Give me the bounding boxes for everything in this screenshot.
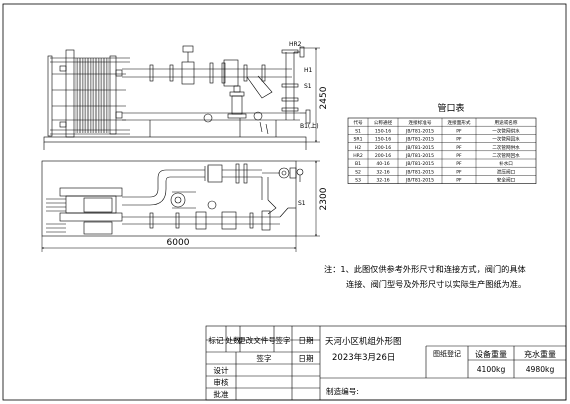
nozzle-table-cell: JB/T81-2015 [405, 178, 434, 184]
tb-header-count: 处数 [225, 335, 241, 345]
nozzle-table-cell: JB/T81-2015 [405, 169, 434, 175]
drawing-date: 2023年3月26日 [332, 352, 395, 363]
nozzle-table-cell: PF [456, 128, 462, 134]
nozzle-table-cell: JB/T81-2015 [405, 128, 434, 134]
equipment-weight-value: 4100kg [477, 365, 506, 374]
nozzle-table-cell: 32-16 [376, 169, 389, 175]
nozzle-table-cell: 一次管网回水 [492, 136, 520, 143]
water-weight-value: 4980kg [526, 365, 555, 374]
tb-role-design: 设计 [213, 365, 229, 375]
nozzle-table-cell: PF [456, 137, 462, 143]
nozzle-table-cell: JB/T81-2015 [405, 161, 434, 167]
nozzle-table-cell: 补水口 [499, 160, 513, 167]
nozzle-table-cell: 泄压阀口 [497, 168, 516, 175]
nozzle-table-header: 连接面形式 [448, 119, 471, 126]
nozzle-table-cell: 一次管网供水 [492, 127, 520, 134]
equipment-weight-label: 设备重量 [475, 349, 507, 359]
nozzle-table-cell: S3 [355, 178, 361, 184]
nozzle-table-cell: JB/T81-2015 [405, 145, 434, 151]
plan-depth-value: 2300 [319, 187, 329, 210]
nozzle-table-cell: 40-16 [376, 161, 389, 167]
nozzle-table-cell: 安全阀口 [497, 177, 516, 184]
nozzle-table-cell: PF [456, 178, 462, 184]
plate-heat-exchanger [65, 49, 75, 138]
tb-role-approve: 批准 [213, 389, 229, 399]
tb-header-change-doc: 更改文件号 [238, 335, 276, 345]
nozzle-table-cell: H2 [355, 145, 361, 151]
tb-header-mark: 标记 [208, 335, 224, 345]
label-h1: H1 [304, 67, 313, 74]
tb-header-date: 日期 [298, 336, 314, 345]
nozzle-table-cell: JB/T81-2015 [405, 137, 434, 143]
label-s1: S1 [304, 83, 312, 90]
nozzle-table-cell: PF [456, 161, 462, 167]
overall-length-dimension [41, 236, 297, 252]
nozzle-table-header: 代号 [353, 119, 363, 126]
elevation-piping [122, 45, 311, 137]
drawing-number-label: 制造编号: [326, 386, 359, 396]
elevation-height-value: 2450 [319, 86, 329, 109]
nozzle-table-cell: 200-16 [375, 153, 391, 159]
nozzle-table-cell: 200-16 [375, 145, 391, 151]
nozzle-table-header: 公称通径 [374, 119, 393, 126]
nozzle-table-cell: S2 [355, 169, 361, 175]
tb-sign-label: 签字 [256, 353, 272, 363]
tb-role-review: 审核 [213, 377, 229, 387]
nozzle-table-header: 连接标准号 [409, 119, 432, 126]
circulation-pump [231, 95, 243, 115]
nozzle-table-cell: 二次管网供水 [492, 144, 520, 151]
record-label: 图纸登记 [433, 349, 461, 358]
label-b1: B1(上) [300, 122, 319, 130]
elevation-height-dimension [300, 47, 320, 143]
nozzle-table-cell: PF [456, 145, 462, 151]
project-title: 天河小区机组外形图 [325, 336, 402, 347]
tb-header-sign: 签字 [275, 335, 291, 345]
plate-pack [75, 58, 109, 133]
plan-view [41, 160, 304, 237]
nozzle-table-cell: PF [456, 169, 462, 175]
label-hr2: HR2 [289, 41, 302, 48]
title-block [205, 325, 567, 401]
note-line-1: 注：1、此图仅供参考外形尺寸和连接方式，阀门的具体 [324, 264, 526, 274]
water-weight-label: 充水重量 [524, 349, 556, 359]
elevation-view [43, 49, 307, 150]
nozzle-table-title: 管口表 [437, 102, 464, 114]
nozzle-table-cell: B1 [355, 161, 361, 167]
nozzle-table-cell: 二次管网回水 [492, 152, 520, 159]
nozzle-table-cell: HR2 [353, 153, 363, 159]
nozzle-table-header: 用途或名称 [495, 119, 518, 126]
nozzle-table-cell: 150-16 [375, 137, 391, 143]
note-line-2: 连接、阀门型号及外形尺寸以实际生产图纸为准。 [346, 279, 526, 289]
nozzle-table-cell: S1 [355, 128, 361, 134]
nozzle-table-cell: SR1 [353, 137, 362, 143]
nozzle-table-cell: 150-16 [375, 128, 391, 134]
tb-date-label: 日期 [298, 354, 314, 363]
overall-length-value: 6000 [167, 238, 190, 248]
nozzle-table-cell: JB/T81-2015 [405, 153, 434, 159]
plan-depth-dimension [296, 160, 320, 237]
plan-label-s1: S1 [298, 200, 306, 207]
nozzle-table-cell: PF [456, 153, 462, 159]
nozzle-table-cell: 32-16 [376, 178, 389, 184]
